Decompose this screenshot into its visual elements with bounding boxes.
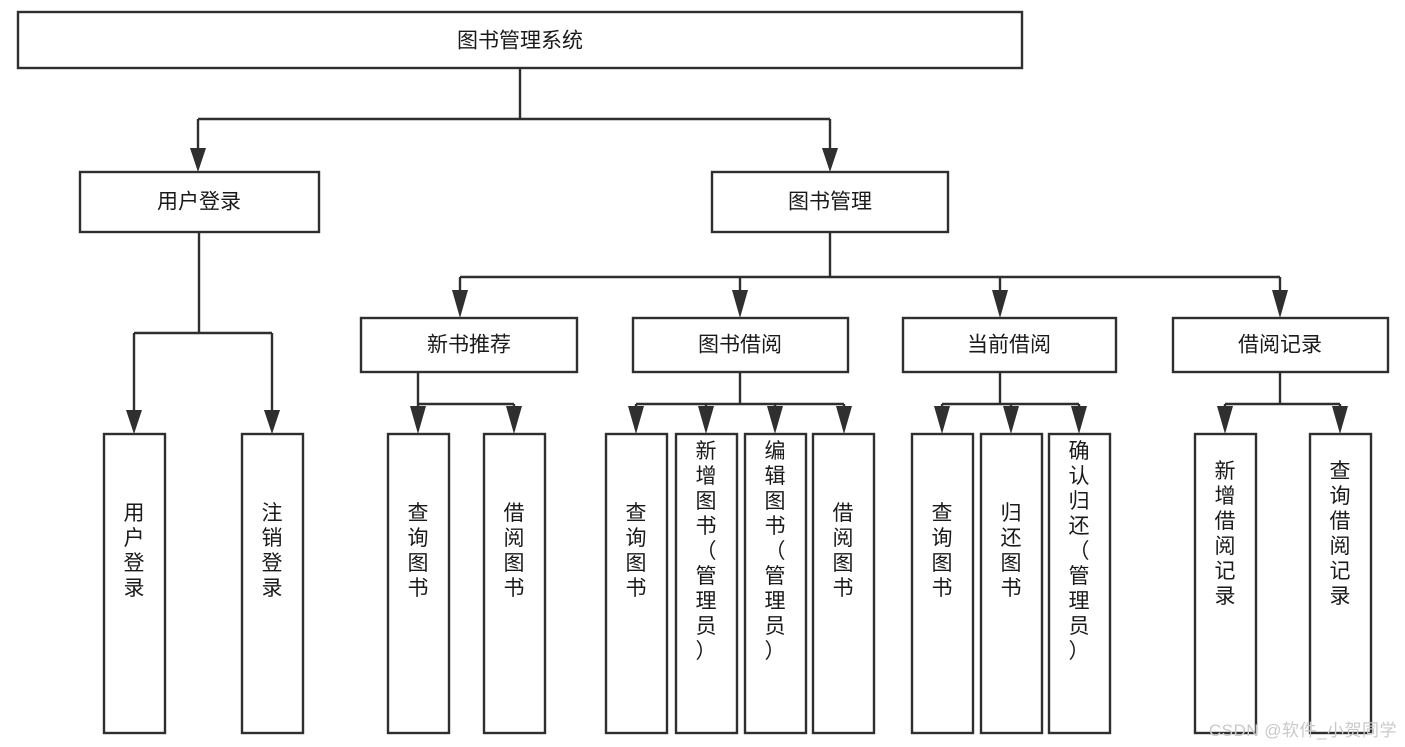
arrowhead-leaf-confirm-return (1071, 406, 1087, 434)
node-leaf-query-book-1-label: 查询图书 (408, 502, 429, 600)
node-book-manage[interactable]: 图书管理 (710, 170, 950, 234)
node-leaf-add-record-label: 新增借阅记录 (1215, 460, 1236, 608)
node-leaf-query-record[interactable]: 查询借阅记录 (1308, 432, 1373, 735)
arrowhead-leaf-query-book-2 (628, 406, 644, 434)
node-leaf-add-record[interactable]: 新增借阅记录 (1193, 432, 1258, 735)
arrowhead-book-borrow (732, 290, 748, 318)
arrowhead-leaf-edit-book (767, 406, 783, 434)
node-leaf-query-book-3-label: 查询图书 (932, 502, 953, 600)
node-user-login-label: 用户登录 (157, 191, 241, 214)
arrowhead-leaf-return-book (1003, 406, 1019, 434)
node-leaf-return-book-label: 归还图书 (1001, 502, 1022, 600)
arrowhead-borrow-record (1272, 290, 1288, 318)
node-leaf-query-book-3[interactable]: 查询图书 (910, 432, 975, 735)
node-leaf-user-login-label: 用户登录 (124, 502, 145, 600)
node-leaf-edit-book[interactable]: 编辑图书（管理员） (743, 432, 808, 735)
node-leaf-borrow-book-2-box[interactable] (811, 432, 876, 735)
node-book-borrow-label: 图书借阅 (698, 334, 782, 357)
node-leaf-return-book-box[interactable] (979, 432, 1044, 735)
node-leaf-query-book-1[interactable]: 查询图书 (386, 432, 451, 735)
node-leaf-add-record-box[interactable] (1193, 432, 1258, 735)
node-leaf-add-book[interactable]: 新增图书（管理员） (674, 432, 739, 735)
arrowhead-current-borrow (992, 290, 1008, 318)
node-root-label: 图书管理系统 (457, 30, 583, 53)
node-leaf-query-book-2-label: 查询图书 (626, 502, 647, 600)
node-leaf-query-record-label: 查询借阅记录 (1330, 460, 1351, 608)
node-leaf-edit-book-box[interactable] (743, 432, 808, 735)
node-leaf-return-book[interactable]: 归还图书 (979, 432, 1044, 735)
node-leaf-query-book-2[interactable]: 查询图书 (604, 432, 669, 735)
node-leaf-confirm-return-label: 确认归还（管理员） (1069, 440, 1090, 663)
node-leaf-query-book-3-box[interactable] (910, 432, 975, 735)
node-leaf-logout-login[interactable]: 注销登录 (240, 432, 305, 735)
node-root-box[interactable] (16, 10, 1024, 70)
node-user-login[interactable]: 用户登录 (78, 170, 321, 234)
node-leaf-user-login[interactable]: 用户登录 (102, 432, 167, 735)
node-new-book-recommend[interactable]: 新书推荐 (359, 316, 579, 374)
node-current-borrow[interactable]: 当前借阅 (901, 316, 1118, 374)
node-leaf-borrow-book-2-label: 借阅图书 (833, 502, 854, 600)
node-new-book-recommend-box[interactable] (359, 316, 579, 374)
node-book-borrow-box[interactable] (631, 316, 850, 374)
node-book-manage-label: 图书管理 (788, 191, 872, 214)
node-root[interactable]: 图书管理系统 (16, 10, 1024, 70)
arrowhead-leaf-add-book (698, 406, 714, 434)
node-new-book-recommend-label: 新书推荐 (427, 334, 511, 357)
node-book-manage-box[interactable] (710, 170, 950, 234)
arrowhead-leaf-user-login (126, 410, 142, 434)
arrowhead-leaf-query-record (1332, 406, 1348, 434)
arrowhead-leaf-borrow-book-1 (506, 406, 522, 434)
csdn-watermark: CSDN @软件_小贺同学 (1208, 721, 1397, 740)
connector-layer (126, 68, 1348, 434)
node-leaf-borrow-book-2[interactable]: 借阅图书 (811, 432, 876, 735)
arrowhead-leaf-query-book-1 (410, 406, 426, 434)
arrowhead-user-login (190, 148, 206, 172)
arrowhead-leaf-borrow-book-2 (836, 406, 852, 434)
node-borrow-record-label: 借阅记录 (1238, 334, 1322, 357)
node-leaf-query-book-1-box[interactable] (386, 432, 451, 735)
arrowhead-book-manage (822, 148, 838, 172)
node-leaf-borrow-book-1-box[interactable] (482, 432, 547, 735)
node-leaf-add-book-label: 新增图书（管理员） (696, 440, 717, 663)
arrowhead-leaf-add-record (1217, 406, 1233, 434)
node-leaf-logout-login-box[interactable] (240, 432, 305, 735)
node-current-borrow-box[interactable] (901, 316, 1118, 374)
node-leaf-confirm-return-box[interactable] (1047, 432, 1112, 735)
node-leaf-query-record-box[interactable] (1308, 432, 1373, 735)
arrowhead-new-book-recommend (452, 290, 468, 318)
node-borrow-record[interactable]: 借阅记录 (1171, 316, 1390, 374)
node-leaf-borrow-book-1[interactable]: 借阅图书 (482, 432, 547, 735)
node-leaf-add-book-box[interactable] (674, 432, 739, 735)
node-leaf-confirm-return[interactable]: 确认归还（管理员） (1047, 432, 1112, 735)
node-book-borrow[interactable]: 图书借阅 (631, 316, 850, 374)
node-leaf-edit-book-label: 编辑图书（管理员） (765, 440, 786, 663)
node-current-borrow-label: 当前借阅 (967, 334, 1051, 357)
node-leaf-query-book-2-box[interactable] (604, 432, 669, 735)
node-leaf-borrow-book-1-label: 借阅图书 (504, 502, 525, 600)
arrowhead-leaf-logout-login (264, 410, 280, 434)
node-borrow-record-box[interactable] (1171, 316, 1390, 374)
node-leaf-logout-login-label: 注销登录 (262, 502, 283, 600)
node-user-login-box[interactable] (78, 170, 321, 234)
arrowhead-leaf-query-book-3 (934, 406, 950, 434)
node-leaf-user-login-box[interactable] (102, 432, 167, 735)
